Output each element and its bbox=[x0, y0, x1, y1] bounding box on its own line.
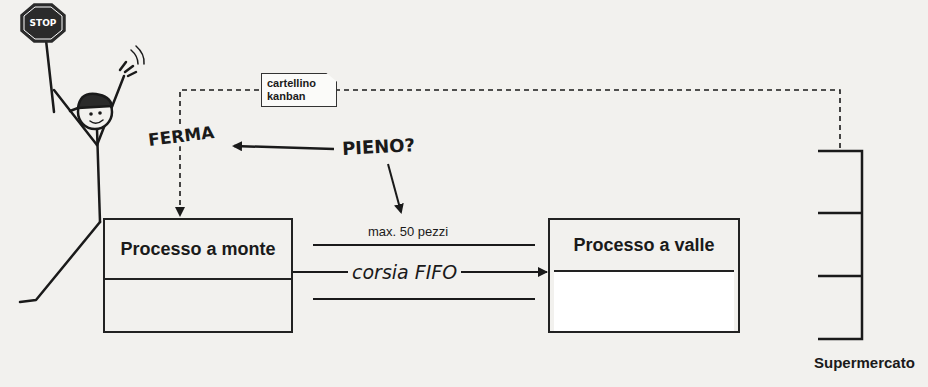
lane-label: corsia FIFO bbox=[348, 261, 461, 283]
white-panel bbox=[554, 270, 734, 331]
leader-arrow bbox=[234, 146, 334, 149]
waving-hand bbox=[120, 62, 136, 76]
command-text: FERMA bbox=[145, 122, 217, 150]
box-section bbox=[105, 278, 291, 331]
capacity-note: max. 50 pezzi bbox=[366, 224, 450, 239]
process-box: Processo a valle bbox=[548, 218, 740, 333]
process-name: Processo a monte bbox=[120, 239, 275, 260]
sign-text: STOP bbox=[20, 3, 66, 43]
shelf-label: Supermercato bbox=[814, 354, 915, 371]
figure-eye bbox=[98, 111, 102, 115]
sign-pole bbox=[46, 40, 54, 112]
supermarket-shelf: Supermercato bbox=[818, 150, 864, 340]
cap-visor bbox=[70, 108, 78, 111]
figure-cap bbox=[78, 94, 112, 108]
figure-body bbox=[97, 129, 100, 222]
figure-eye bbox=[89, 112, 93, 116]
shelf-bracket bbox=[818, 150, 864, 340]
kanban-card: cartellino kanban bbox=[261, 73, 337, 107]
kanban-flow-line bbox=[180, 90, 840, 216]
figure-leg bbox=[20, 222, 100, 302]
question-text: PIENO? bbox=[340, 134, 418, 159]
fifo-lane-edge bbox=[313, 244, 535, 246]
leader-arrow bbox=[388, 164, 401, 212]
fifo-lane-edge bbox=[313, 298, 535, 300]
process-name: Processo a valle bbox=[573, 235, 714, 256]
stop-sign: STOP bbox=[20, 3, 66, 43]
process-box: Processo a monte bbox=[103, 218, 293, 333]
figure-smile bbox=[90, 120, 103, 123]
wave-marks bbox=[131, 46, 144, 64]
